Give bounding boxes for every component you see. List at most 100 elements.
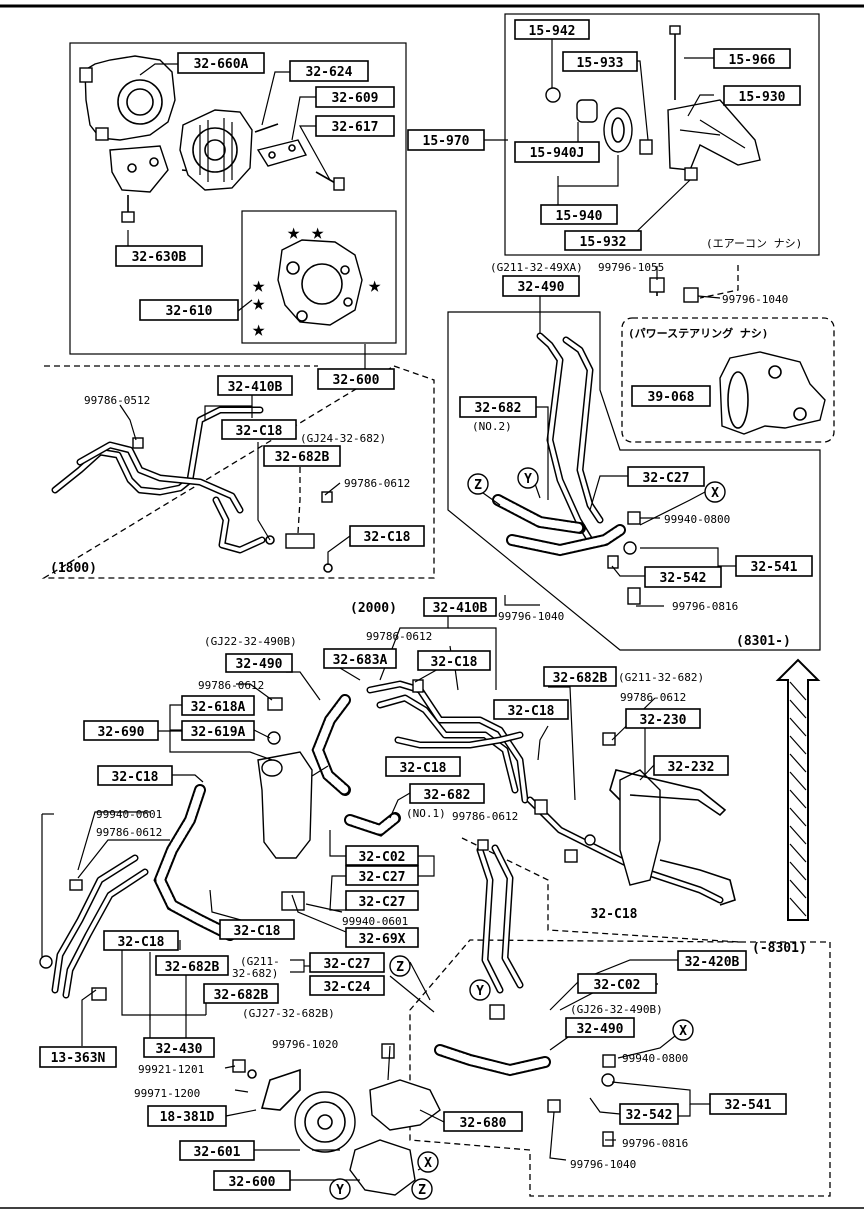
label-32-600-bot: 32-600 [213,1170,291,1191]
label-32-609: 32-609 [315,86,395,108]
label-text: 39-068 [648,390,695,405]
aircon-bracket-drawing [545,25,761,181]
label-32-C18-1800a: 32-C18 [221,419,297,440]
label-text: 32-542 [660,571,707,586]
label-text: 32-C18 [118,935,165,950]
star-mark: ★ [252,291,265,316]
label-text: 32-C27 [643,471,690,486]
circle-X-bot: X [672,1019,694,1041]
gasket-detail-frame [241,210,397,344]
label-15-940: 15-940 [540,204,618,225]
label-32-624: 32-624 [289,60,369,82]
label-15-940J: 15-940J [514,141,600,163]
label-text: 32-690 [98,725,145,740]
part-number: 99796-1055 [598,261,664,274]
label-15-970: 15-970 [407,129,485,151]
label-text: 32-C18 [431,655,478,670]
part-number: 99940-0800 [622,1052,688,1065]
label-32-541-top: 32-541 [735,555,813,577]
letter: Y [336,1183,344,1198]
label-text: 32-C18 [400,761,447,776]
label-text: 32-624 [306,65,353,80]
aircon-bracket-frame [504,13,820,256]
variant-note: (8301-) [736,634,791,649]
bracket-39-068-drawing [719,351,826,435]
label-15-942: 15-942 [514,19,590,40]
label-32-617: 32-617 [315,115,395,137]
label-32-542-bot: 32-542 [619,1103,679,1125]
label-32-C02-r: 32-C02 [577,973,657,994]
direction-arrow [775,658,821,921]
part-number: 99786-0512 [84,394,150,407]
label-text: 32-C18 [112,770,159,785]
part-number: 99921-1201 [138,1063,204,1076]
label-32-630B: 32-630B [115,245,203,267]
label-text: 32-410B [433,601,488,616]
letter: Z [474,478,482,493]
label-text: 32-C24 [324,980,371,995]
label-32-230: 32-230 [625,708,701,729]
circle-Y-pump: Y [329,1178,351,1200]
label-18-381D: 18-381D [147,1105,227,1127]
label-32-69X: 32-69X [345,927,419,948]
label-13-363N: 13-363N [39,1046,117,1068]
star-mark: ★ [368,273,381,298]
label-text: 32-C27 [359,895,406,910]
label-text: 32-C02 [359,850,406,865]
part-number: 99796-0816 [672,600,738,613]
variant-note: (1800) [50,561,97,576]
label-32-410B-2000: 32-410B [423,597,497,617]
label-text: 32-630B [132,250,187,265]
label-text: 32-C18 [234,924,281,939]
part-note: (G211-32-682) [618,671,704,684]
label-32-C27-l: 32-C27 [309,952,385,973]
part-number: 99796-1020 [272,1038,338,1051]
label-15-932: 15-932 [564,230,642,251]
label-15-933: 15-933 [562,51,638,72]
label-32-C18-m3: 32-C18 [97,765,173,786]
label-text: 32-420B [685,955,740,970]
part-number: 99786-0612 [96,826,162,839]
label-32-690: 32-690 [83,720,159,741]
label-text: 32-618A [191,700,246,715]
label-32-682-no1: 32-682 [409,783,485,804]
label-32-C18-r: 32-C18 [591,907,638,922]
label-32-542-top: 32-542 [644,566,722,588]
letter: X [711,486,719,501]
part-note: (GJ22-32-490B) [204,635,297,648]
circle-X-pump: X [417,1151,439,1173]
label-text: 15-940J [530,146,585,161]
main-pipes-drawing [39,679,736,1196]
circle-Z-pump: Z [411,1178,433,1200]
gasket-drawing: ★ ★ ★ ★ ★ ★ [252,220,381,342]
circle-Y-mid: Y [469,979,491,1001]
star-mark: ★ [311,220,324,245]
star-mark: ★ [287,220,300,245]
part-note: (GJ27-32-682B) [242,1007,335,1020]
part-note: (NO.1) [406,807,446,820]
label-text: 32-683A [333,653,388,668]
part-number: 99940-0601 [96,808,162,821]
label-text: 32-609 [332,91,379,106]
label-32-683A: 32-683A [323,648,397,669]
label-32-490-mid: 32-490 [225,653,293,673]
part-number: 99786-0612 [620,691,686,704]
label-text: 32-682B [165,960,220,975]
label-text: 32-682 [475,401,522,416]
part-note: (G211-32-49XA) [490,261,583,274]
label-32-C18-m6: 32-C18 [103,930,179,951]
label-text: 32-600 [333,373,380,388]
8301-variant-frame [447,311,821,651]
label-32-232: 32-232 [653,755,729,776]
label-text: 32-C02 [594,978,641,993]
circled-letters: Z Y X Z Y X X Y Z [329,467,726,1200]
label-32-420B: 32-420B [677,950,747,971]
1800-variant-frame [41,365,435,579]
label-text: 15-933 [577,56,624,71]
label-32-410B-1800: 32-410B [217,375,293,396]
star-mark: ★ [252,273,265,298]
part-note: (GJ26-32-490B) [570,1003,663,1016]
label-text: 32-617 [332,120,379,135]
part-number: 99796-1040 [498,610,564,623]
